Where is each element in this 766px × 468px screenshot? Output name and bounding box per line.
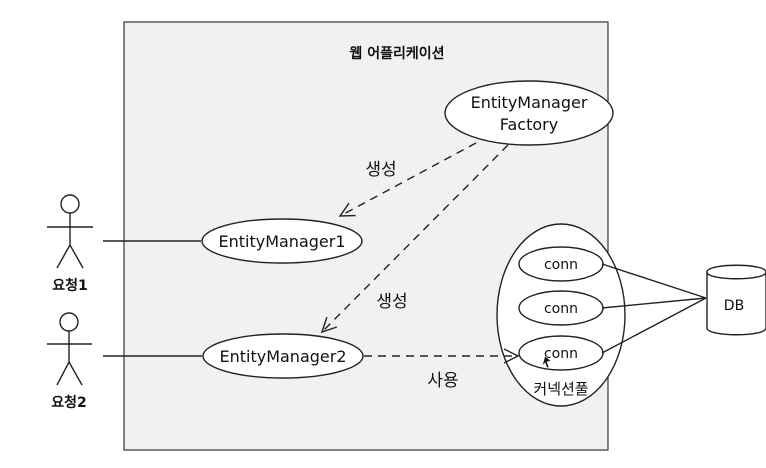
- entity-manager1-label: EntityManager1: [218, 232, 345, 251]
- mouse-cursor-icon: [541, 355, 552, 369]
- create-label-lower: 생성: [376, 292, 407, 312]
- database-top-edge: [706, 271, 766, 280]
- request1-head-icon: [60, 194, 80, 214]
- entity-manager2-node: [202, 333, 364, 379]
- conn1-to-db-line: [601, 263, 707, 299]
- request2-left-leg-line: [56, 361, 70, 386]
- entity-manager2-label: EntityManager2: [219, 347, 346, 366]
- connection-pool-label: 커넥션풀: [533, 380, 588, 398]
- entity-manager-factory-node: [444, 80, 614, 146]
- factory-to-entity-manager2-dashed-arrow: [320, 144, 509, 334]
- conn3-to-db-line: [601, 297, 707, 354]
- request1-label: 요청1: [52, 278, 88, 294]
- request1-left-leg-line: [56, 244, 71, 269]
- factory-to-entity-manager1-dashed-arrow: [338, 142, 477, 217]
- request2-actor: [47, 312, 92, 386]
- entity-manager-factory-label-line2: Factory: [500, 115, 558, 134]
- request1-right-leg-line: [69, 244, 84, 269]
- use-label: 사용: [427, 371, 458, 391]
- web-application-title: 웹 어플리케이션: [349, 45, 444, 62]
- database-label: DB: [724, 298, 744, 314]
- request1-actor: [47, 194, 93, 269]
- entity-manager1-node: [201, 218, 363, 264]
- request2-label: 요청2: [51, 395, 87, 411]
- request2-head-icon: [59, 312, 79, 332]
- connection-node-1-label: conn: [544, 257, 578, 273]
- create-label-upper: 생성: [365, 160, 396, 180]
- connection-node-2-label: conn: [544, 301, 578, 317]
- connection-node-3-label: conn: [544, 346, 578, 362]
- entity-manager-factory-label-line1: EntityManager: [471, 93, 588, 112]
- database-node: [706, 264, 766, 336]
- conn2-to-db-line: [601, 297, 707, 309]
- request2-right-leg-line: [68, 361, 83, 386]
